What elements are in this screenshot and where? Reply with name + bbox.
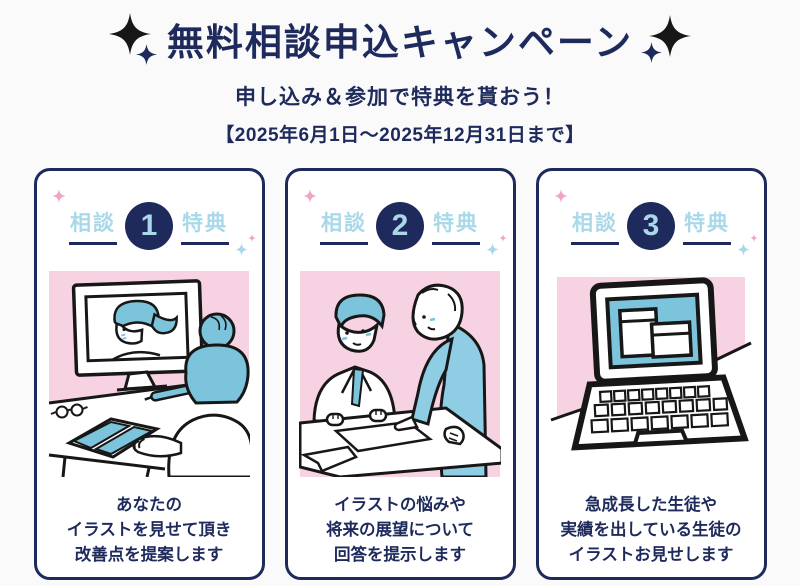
- card-description-line: イラストを見せて頂き: [66, 520, 232, 539]
- notebook: [65, 417, 161, 459]
- benefit-label: 特典: [683, 207, 731, 245]
- laptop: [571, 277, 749, 451]
- woman-back: [132, 312, 250, 477]
- monitor: [71, 279, 205, 377]
- benefit-label: 特典: [432, 207, 480, 245]
- sparkle-pink-icon: [303, 189, 317, 203]
- card-2-header: 相談 2 特典: [303, 189, 507, 256]
- page-title: 無料相談申込キャンペーン: [166, 22, 634, 63]
- card-1-header: 相談 1 特典: [52, 189, 256, 256]
- video-call-illustration: [48, 271, 250, 477]
- glasses: [50, 403, 88, 419]
- title-row: 無料相談申込キャンペーン: [0, 12, 800, 66]
- consultation-label: 相談: [571, 207, 619, 245]
- card-description-line: 急成長した生徒や: [584, 496, 717, 514]
- benefit-card-2: 相談 2 特典: [284, 168, 516, 580]
- consultation-label: 相談: [320, 207, 368, 245]
- card-description-line: 実績を出している生徒の: [560, 520, 742, 539]
- card-description-line: イラストお見せします: [568, 545, 734, 564]
- campaign-period: 【2025年6月1日～2025年12月31日まで】: [215, 125, 585, 146]
- benefit-cards: 相談 1 特典: [0, 168, 800, 580]
- step-number-badge: 2: [376, 202, 424, 250]
- card-3-header: 相談 3 特典: [554, 189, 758, 256]
- step-number-badge: 3: [627, 202, 675, 250]
- card-description-line: 回答を提示します: [333, 545, 466, 564]
- card-description: イラストの悩みや 将来の展望について 回答を提示します: [326, 493, 474, 567]
- sparkle-blue-icon: [486, 243, 499, 256]
- benefit-card-1: 相談 1 特典: [33, 168, 265, 580]
- card-description-line: イラストの悩みや: [334, 496, 466, 514]
- step-number-badge: 1: [125, 202, 173, 250]
- laptop-illustration: [550, 271, 752, 477]
- sparkle-pink-small-icon: [248, 234, 256, 242]
- sitting-man: [312, 293, 397, 423]
- card-description: 急成長した生徒や 実績を出している生徒の イラストお見せします: [560, 493, 741, 567]
- benefit-card-3: 相談 3 特典: [535, 168, 767, 580]
- title-sparkle-left-icon: [108, 13, 157, 65]
- card-description-line: 改善点を提案します: [74, 545, 224, 564]
- consultation-label: 相談: [69, 207, 117, 245]
- meeting-illustration: [299, 271, 501, 477]
- sparkle-pink-small-icon: [499, 234, 507, 242]
- card-description-line: あなたの: [115, 496, 182, 514]
- sparkle-blue-icon: [235, 243, 248, 256]
- keyboard: [590, 385, 730, 434]
- card-description-line: 将来の展望について: [325, 520, 474, 539]
- card-description: あなたの イラストを見せて頂き 改善点を提案します: [67, 493, 232, 567]
- sparkle-pink-small-icon: [750, 234, 758, 242]
- sparkle-pink-icon: [554, 189, 568, 203]
- campaign-subtitle: 申し込み＆参加で特典を貰おう！: [235, 86, 565, 109]
- benefit-label: 特典: [181, 207, 229, 245]
- sparkle-pink-icon: [52, 189, 66, 203]
- title-sparkle-right-icon: [641, 13, 692, 65]
- sparkle-blue-icon: [737, 243, 750, 256]
- campaign-header: 無料相談申込キャンペーン 申し込み＆参加で特典を貰おう！ 【2025年6月1日～…: [0, 0, 800, 147]
